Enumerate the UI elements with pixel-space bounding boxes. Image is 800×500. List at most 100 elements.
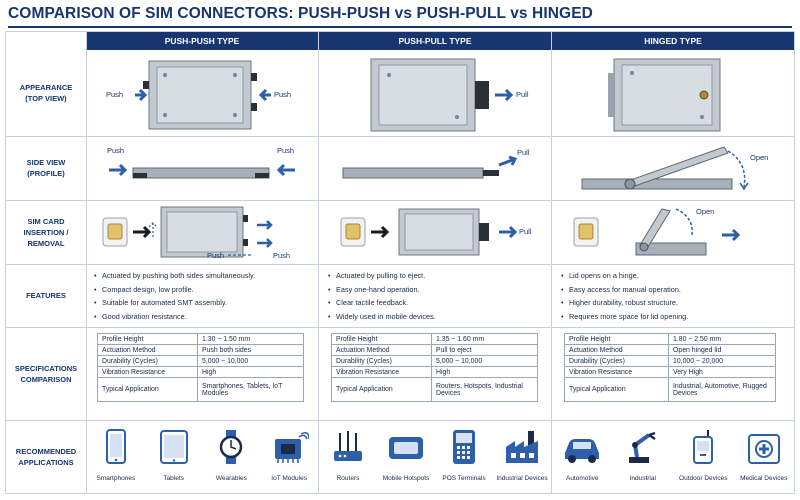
comparison-grid: PUSH-PUSH TYPE PUSH-PULL TYPE HINGED TYP…	[5, 31, 795, 494]
hinged-insertion-image	[573, 208, 741, 256]
spec-key: Vibration Resistance	[564, 366, 669, 378]
push-pull-top-view: Pull	[319, 51, 551, 136]
smartphone-icon	[105, 429, 126, 464]
feature-item: Good vibration resistance.	[94, 310, 314, 324]
push-label: Push	[277, 146, 295, 155]
page-title: COMPARISON OF SIM CONNECTORS: PUSH-PUSH …	[8, 5, 593, 22]
column-divider	[551, 32, 552, 493]
row-divider	[6, 200, 794, 201]
feature-item: Actuated by pulling to eject.	[328, 269, 548, 283]
app-tablets: Tablets	[145, 421, 203, 482]
app-industrial-devices: Industrial Devices	[493, 421, 551, 482]
push-push-applications: Smartphones Tablets Wearables IoT Module…	[87, 421, 318, 494]
hinged-side-view: Open	[552, 137, 794, 200]
spec-value: Push both sides	[197, 344, 304, 356]
push-pull-insertion-image	[340, 208, 518, 256]
row-label-insertion: SIM CARD INSERTION / REMOVAL	[23, 216, 69, 248]
feature-item: Easy one-hand operation.	[328, 283, 548, 297]
spec-value: Smartphones, Tablets, IoT Modules	[197, 377, 304, 402]
header-hinged: HINGED TYPE	[552, 32, 794, 50]
medical-kit-icon	[747, 434, 780, 464]
row-label-appearance: APPEARANCE (TOP VIEW)	[19, 83, 73, 103]
push-pull-side-view: Pull	[319, 137, 551, 200]
hinged-connector-image	[608, 58, 721, 132]
spec-key: Vibration Resistance	[331, 366, 432, 378]
iot-chip-icon	[275, 432, 310, 463]
spec-key: Actuation Method	[564, 344, 669, 356]
row-label-features: FEATURES	[26, 291, 66, 300]
feature-item: Clear tactile feedback.	[328, 296, 548, 310]
app-mobile-hotspots: Mobile Hotspots	[377, 421, 435, 482]
row-divider	[6, 420, 794, 421]
push-label: Push	[274, 90, 292, 99]
pull-label: Pull	[517, 148, 530, 157]
column-divider	[318, 32, 319, 493]
spec-value: Very High	[668, 366, 776, 378]
app-outdoor-devices: Outdoor Devices	[674, 421, 732, 482]
app-automotive: Automotive	[553, 421, 611, 482]
app-industrial: Industrial	[614, 421, 672, 482]
hinged-insertion: Open	[552, 201, 794, 264]
hinged-profile-image	[581, 146, 749, 191]
spec-key: Typical Application	[331, 377, 432, 402]
app-medical-devices: Medical Devices	[735, 421, 793, 482]
header-push-push: PUSH-PUSH TYPE	[86, 32, 318, 50]
spec-key: Vibration Resistance	[97, 366, 198, 378]
spec-value: High	[431, 366, 538, 378]
push-push-side-view: Push Push	[87, 137, 318, 200]
tablet-icon	[159, 430, 188, 464]
app-iot-modules: IoT Modules	[260, 421, 318, 482]
car-icon	[565, 439, 600, 463]
push-pull-features: Actuated by pulling to eject. Easy one-h…	[328, 269, 548, 323]
spec-key: Profile Height	[97, 333, 198, 345]
spec-value: High	[197, 366, 304, 378]
row-label-side-view: SIDE VIEW (PROFILE)	[26, 158, 66, 178]
feature-item: Requires more space for lid opening.	[561, 310, 791, 324]
feature-item: Actuated by pushing both sides simultane…	[94, 269, 314, 283]
watch-icon	[220, 430, 243, 464]
spec-value: 1.35 ~ 1.60 mm	[431, 333, 538, 345]
spec-key: Durability (Cycles)	[331, 355, 432, 367]
spec-row: Durability (Cycles)5,000 ~ 10,000	[331, 355, 538, 367]
push-label: Push	[106, 90, 124, 99]
push-label: Push	[273, 251, 291, 260]
robot-arm-icon	[628, 431, 656, 463]
open-label: Open	[696, 207, 715, 216]
push-push-features: Actuated by pushing both sides simultane…	[94, 269, 314, 323]
spec-key: Durability (Cycles)	[564, 355, 669, 367]
open-label: Open	[750, 153, 769, 162]
hinged-applications: Automotive Industrial Outdoor Devices Me…	[552, 421, 794, 494]
spec-row: Durability (Cycles)5,000 ~ 10,000	[97, 355, 304, 367]
column-divider	[86, 32, 87, 493]
spec-value: 5,000 ~ 10,000	[431, 355, 538, 367]
spec-value: 10,000 ~ 20,000	[668, 355, 776, 367]
push-push-connector-image	[135, 60, 271, 130]
spec-key: Actuation Method	[331, 344, 432, 356]
push-pull-connector-image	[370, 58, 514, 132]
spec-key: Durability (Cycles)	[97, 355, 198, 367]
feature-item: Widely used in mobile devices.	[328, 310, 548, 324]
feature-item: Easy access for manual operation.	[561, 283, 791, 297]
hotspot-icon	[389, 437, 423, 459]
factory-icon	[506, 431, 538, 463]
row-label-specifications: SPECIFICATIONS COMPARISON	[14, 363, 78, 384]
spec-value: Industrial, Automotive, Rugged Devices	[668, 377, 776, 402]
spec-key: Typical Application	[564, 377, 669, 402]
spec-key: Actuation Method	[97, 344, 198, 356]
push-push-top-view: Push Push	[87, 51, 318, 136]
feature-item: Compact design, low profile.	[94, 283, 314, 297]
push-label: Push	[207, 251, 225, 260]
push-push-profile-image	[109, 163, 295, 179]
row-divider	[6, 264, 794, 265]
pull-label: Pull	[516, 90, 529, 99]
feature-item: Lid opens on a hinge.	[561, 269, 791, 283]
spec-value: Routers, Hotspots, Industrial Devices	[431, 377, 538, 402]
